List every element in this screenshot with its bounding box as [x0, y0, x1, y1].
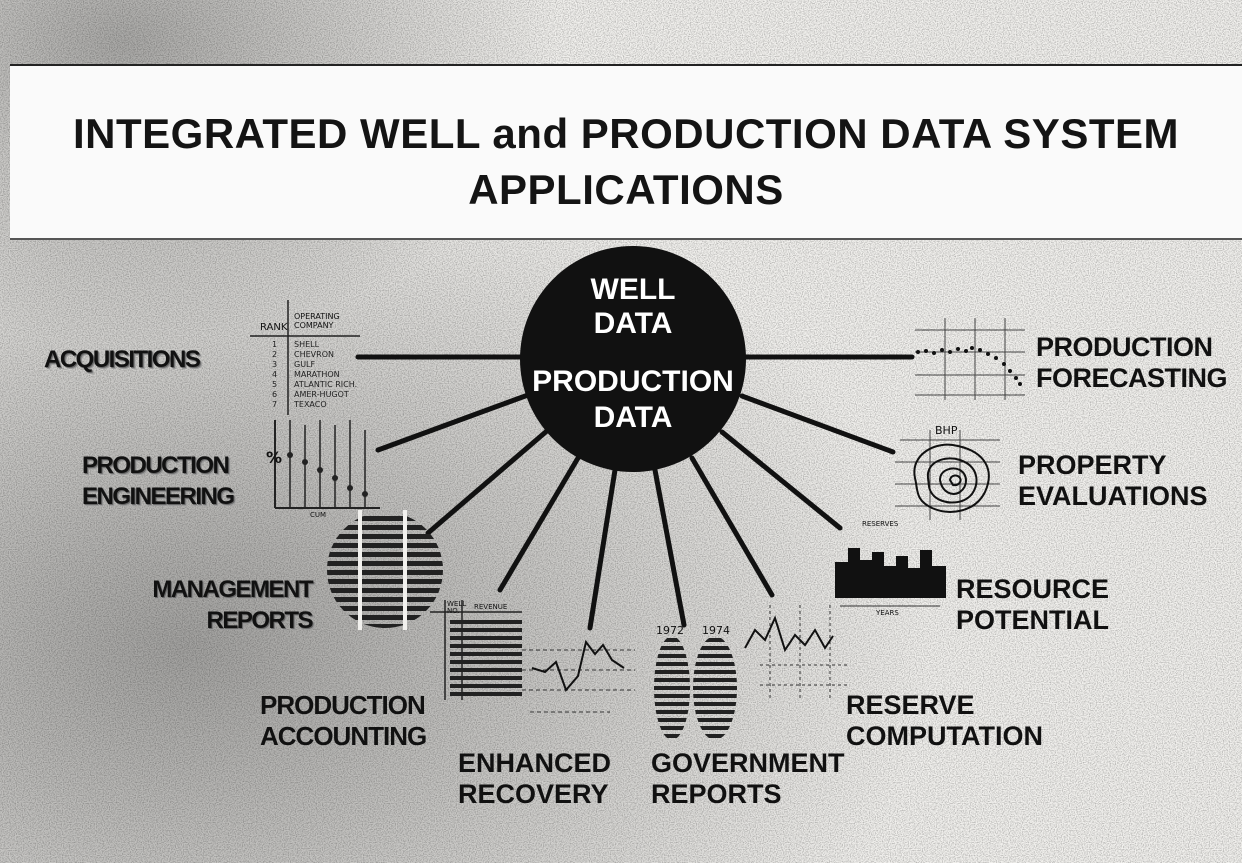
label-reserve-computation-line2: COMPUTATION: [846, 721, 1043, 751]
label-production-forecasting-line2: FORECASTING: [1036, 363, 1228, 393]
hub-text-production: PRODUCTION: [532, 365, 734, 398]
label-property-evaluations: PROPERTY EVALUATIONS: [1018, 450, 1208, 512]
company-6: AMER-HUGOT: [294, 390, 349, 399]
spoke-government-reports: [652, 467, 687, 628]
accounting-col2-header: REVENUE: [474, 603, 508, 611]
label-resource-potential-line2: POTENTIAL: [956, 605, 1109, 635]
label-management-reports-line1: MANAGEMENT: [152, 576, 313, 603]
central-hub-circle: [520, 246, 746, 472]
forecasting-chart-thumbnail: [915, 318, 1025, 400]
company-5: ATLANTIC RICH.: [294, 380, 358, 389]
rank-3: 3: [272, 360, 278, 369]
label-production-accounting: PRODUCTION ACCOUNTING: [260, 690, 427, 752]
ranking-company-header: OPERATING COMPANY: [294, 312, 340, 330]
government-year-2: 1974: [702, 624, 730, 637]
label-enhanced-recovery: ENHANCED RECOVERY: [458, 748, 611, 810]
resource-potential-chart-thumbnail: [835, 548, 946, 607]
rank-4: 4: [272, 370, 278, 379]
ranking-table-thumbnail: [250, 300, 360, 415]
spoke-production-engineering: [375, 392, 531, 453]
label-property-evaluations-line2: EVALUATIONS: [1018, 481, 1208, 511]
rank-1: 1: [272, 340, 278, 349]
government-year-1: 1972: [656, 624, 684, 637]
page-subtitle: APPLICATIONS: [468, 166, 784, 213]
hub-text-well: WELL: [590, 273, 676, 306]
ranking-company-column: SHELL CHEVRON GULF MARATHON ATLANTIC RIC…: [294, 340, 357, 410]
hub-text-data-2: DATA: [593, 401, 673, 434]
property-contour-label: BHP: [935, 424, 958, 437]
title-banner: INTEGRATED WELL and PRODUCTION DATA SYST…: [10, 64, 1242, 240]
spokes: [355, 354, 915, 631]
label-management-reports-line2: REPORTS: [206, 607, 313, 634]
label-production-forecasting-line1: PRODUCTION: [1036, 332, 1213, 362]
spoke-production-accounting: [497, 455, 581, 593]
resource-top-label: RESERVES: [862, 520, 899, 528]
page-title: INTEGRATED WELL and PRODUCTION DATA SYST…: [73, 110, 1179, 157]
rank-7: 7: [272, 400, 278, 409]
engineering-chart-thumbnail: [274, 420, 380, 509]
label-production-accounting-line1: PRODUCTION: [260, 690, 426, 720]
ranking-rank-column: 1 2 3 4 5 6 7: [272, 340, 277, 410]
ranking-rank-header: RANK: [260, 322, 288, 333]
label-production-engineering-line2: ENGINEERING: [82, 483, 235, 510]
government-reports-thumbnail: [654, 638, 737, 738]
label-property-evaluations-line1: PROPERTY: [1018, 450, 1167, 480]
rank-6: 6: [272, 390, 278, 399]
accounting-table-thumbnail: [430, 600, 522, 700]
label-government-reports: GOVERNMENT REPORTS: [651, 748, 845, 810]
label-production-forecasting: PRODUCTION FORECASTING: [1036, 332, 1228, 394]
spoke-resource-potential: [719, 429, 843, 531]
label-reserve-computation-line1: RESERVE: [846, 690, 975, 720]
hub-text-data-1: DATA: [593, 307, 673, 340]
spoke-property-evaluations: [739, 393, 896, 455]
engineering-y-label: %: [266, 448, 283, 467]
reserve-computation-chart-thumbnail: [744, 605, 850, 700]
enhanced-recovery-chart-thumbnail: [522, 639, 635, 713]
spoke-reserve-computation: [689, 455, 775, 598]
label-enhanced-recovery-line2: RECOVERY: [458, 779, 609, 809]
company-2: CHEVRON: [294, 350, 334, 359]
label-reserve-computation: RESERVE COMPUTATION: [846, 690, 1043, 752]
label-government-reports-line2: REPORTS: [651, 779, 782, 809]
label-production-accounting-line2: ACCOUNTING: [260, 721, 427, 751]
accounting-col1-header: WELL NO.: [447, 600, 467, 615]
label-acquisitions: ACQUISITIONS: [44, 344, 201, 375]
management-reports-thumbnail: [327, 510, 443, 630]
label-resource-potential: RESOURCE POTENTIAL: [956, 574, 1109, 636]
label-enhanced-recovery-line1: ENHANCED: [458, 748, 612, 778]
property-contour-thumbnail: [895, 430, 1000, 520]
engineering-x-label: CUM: [310, 511, 327, 519]
label-production-engineering: PRODUCTION ENGINEERING: [82, 450, 235, 512]
label-government-reports-line1: GOVERNMENT: [651, 748, 845, 778]
company-1: SHELL: [294, 340, 320, 349]
rank-2: 2: [272, 350, 278, 359]
label-resource-potential-line1: RESOURCE: [956, 574, 1110, 604]
spoke-enhanced-recovery: [587, 467, 618, 631]
label-production-engineering-line1: PRODUCTION: [82, 452, 230, 479]
label-acquisitions-line1: ACQUISITIONS: [44, 346, 201, 373]
spoke-management-reports: [425, 427, 551, 536]
company-4: MARATHON: [294, 370, 340, 379]
label-management-reports: MANAGEMENT REPORTS: [122, 574, 313, 636]
company-3: GULF: [294, 360, 316, 369]
company-7: TEXACO: [294, 400, 327, 409]
rank-5: 5: [272, 380, 278, 389]
resource-bottom-label: YEARS: [876, 609, 899, 617]
